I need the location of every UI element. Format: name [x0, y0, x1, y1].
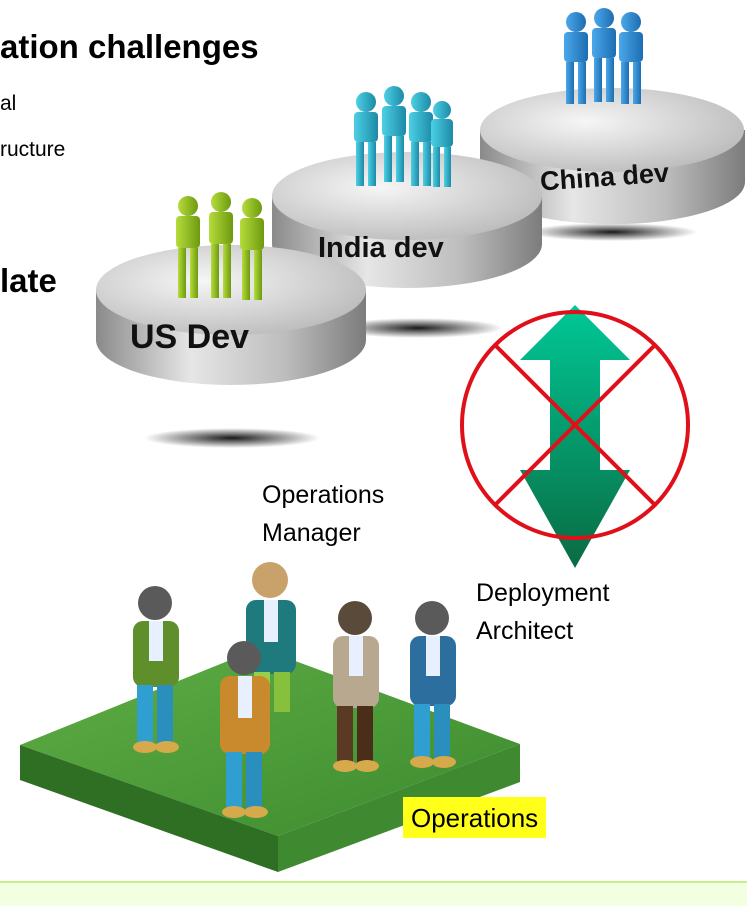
people-india	[354, 86, 453, 187]
shadow-india	[333, 318, 503, 338]
heading-line-4: late	[0, 262, 57, 299]
deployment-architect-line-1: Deployment	[476, 579, 610, 607]
deployment-architect-line-2: Architect	[476, 617, 574, 645]
team-label-us: US Dev	[130, 318, 250, 356]
prohibited-communication-icon	[460, 305, 690, 568]
operations-manager-line-2: Manager	[262, 519, 361, 547]
shadow-china	[527, 223, 697, 241]
team-label-india: India dev	[318, 232, 444, 264]
disk-us	[96, 245, 366, 385]
heading-line-1: ation challenges	[0, 28, 259, 65]
disk-china	[480, 88, 745, 225]
people-china	[564, 8, 643, 104]
bottom-strip	[0, 881, 747, 906]
people-us	[176, 192, 264, 300]
operations-people	[133, 562, 456, 818]
shadow-us	[144, 428, 320, 448]
heading-line-3: ructure	[0, 138, 66, 161]
operations-manager-line-1: Operations	[262, 481, 385, 509]
operations-label: Operations	[403, 797, 547, 838]
heading-line-2: al	[0, 92, 17, 115]
